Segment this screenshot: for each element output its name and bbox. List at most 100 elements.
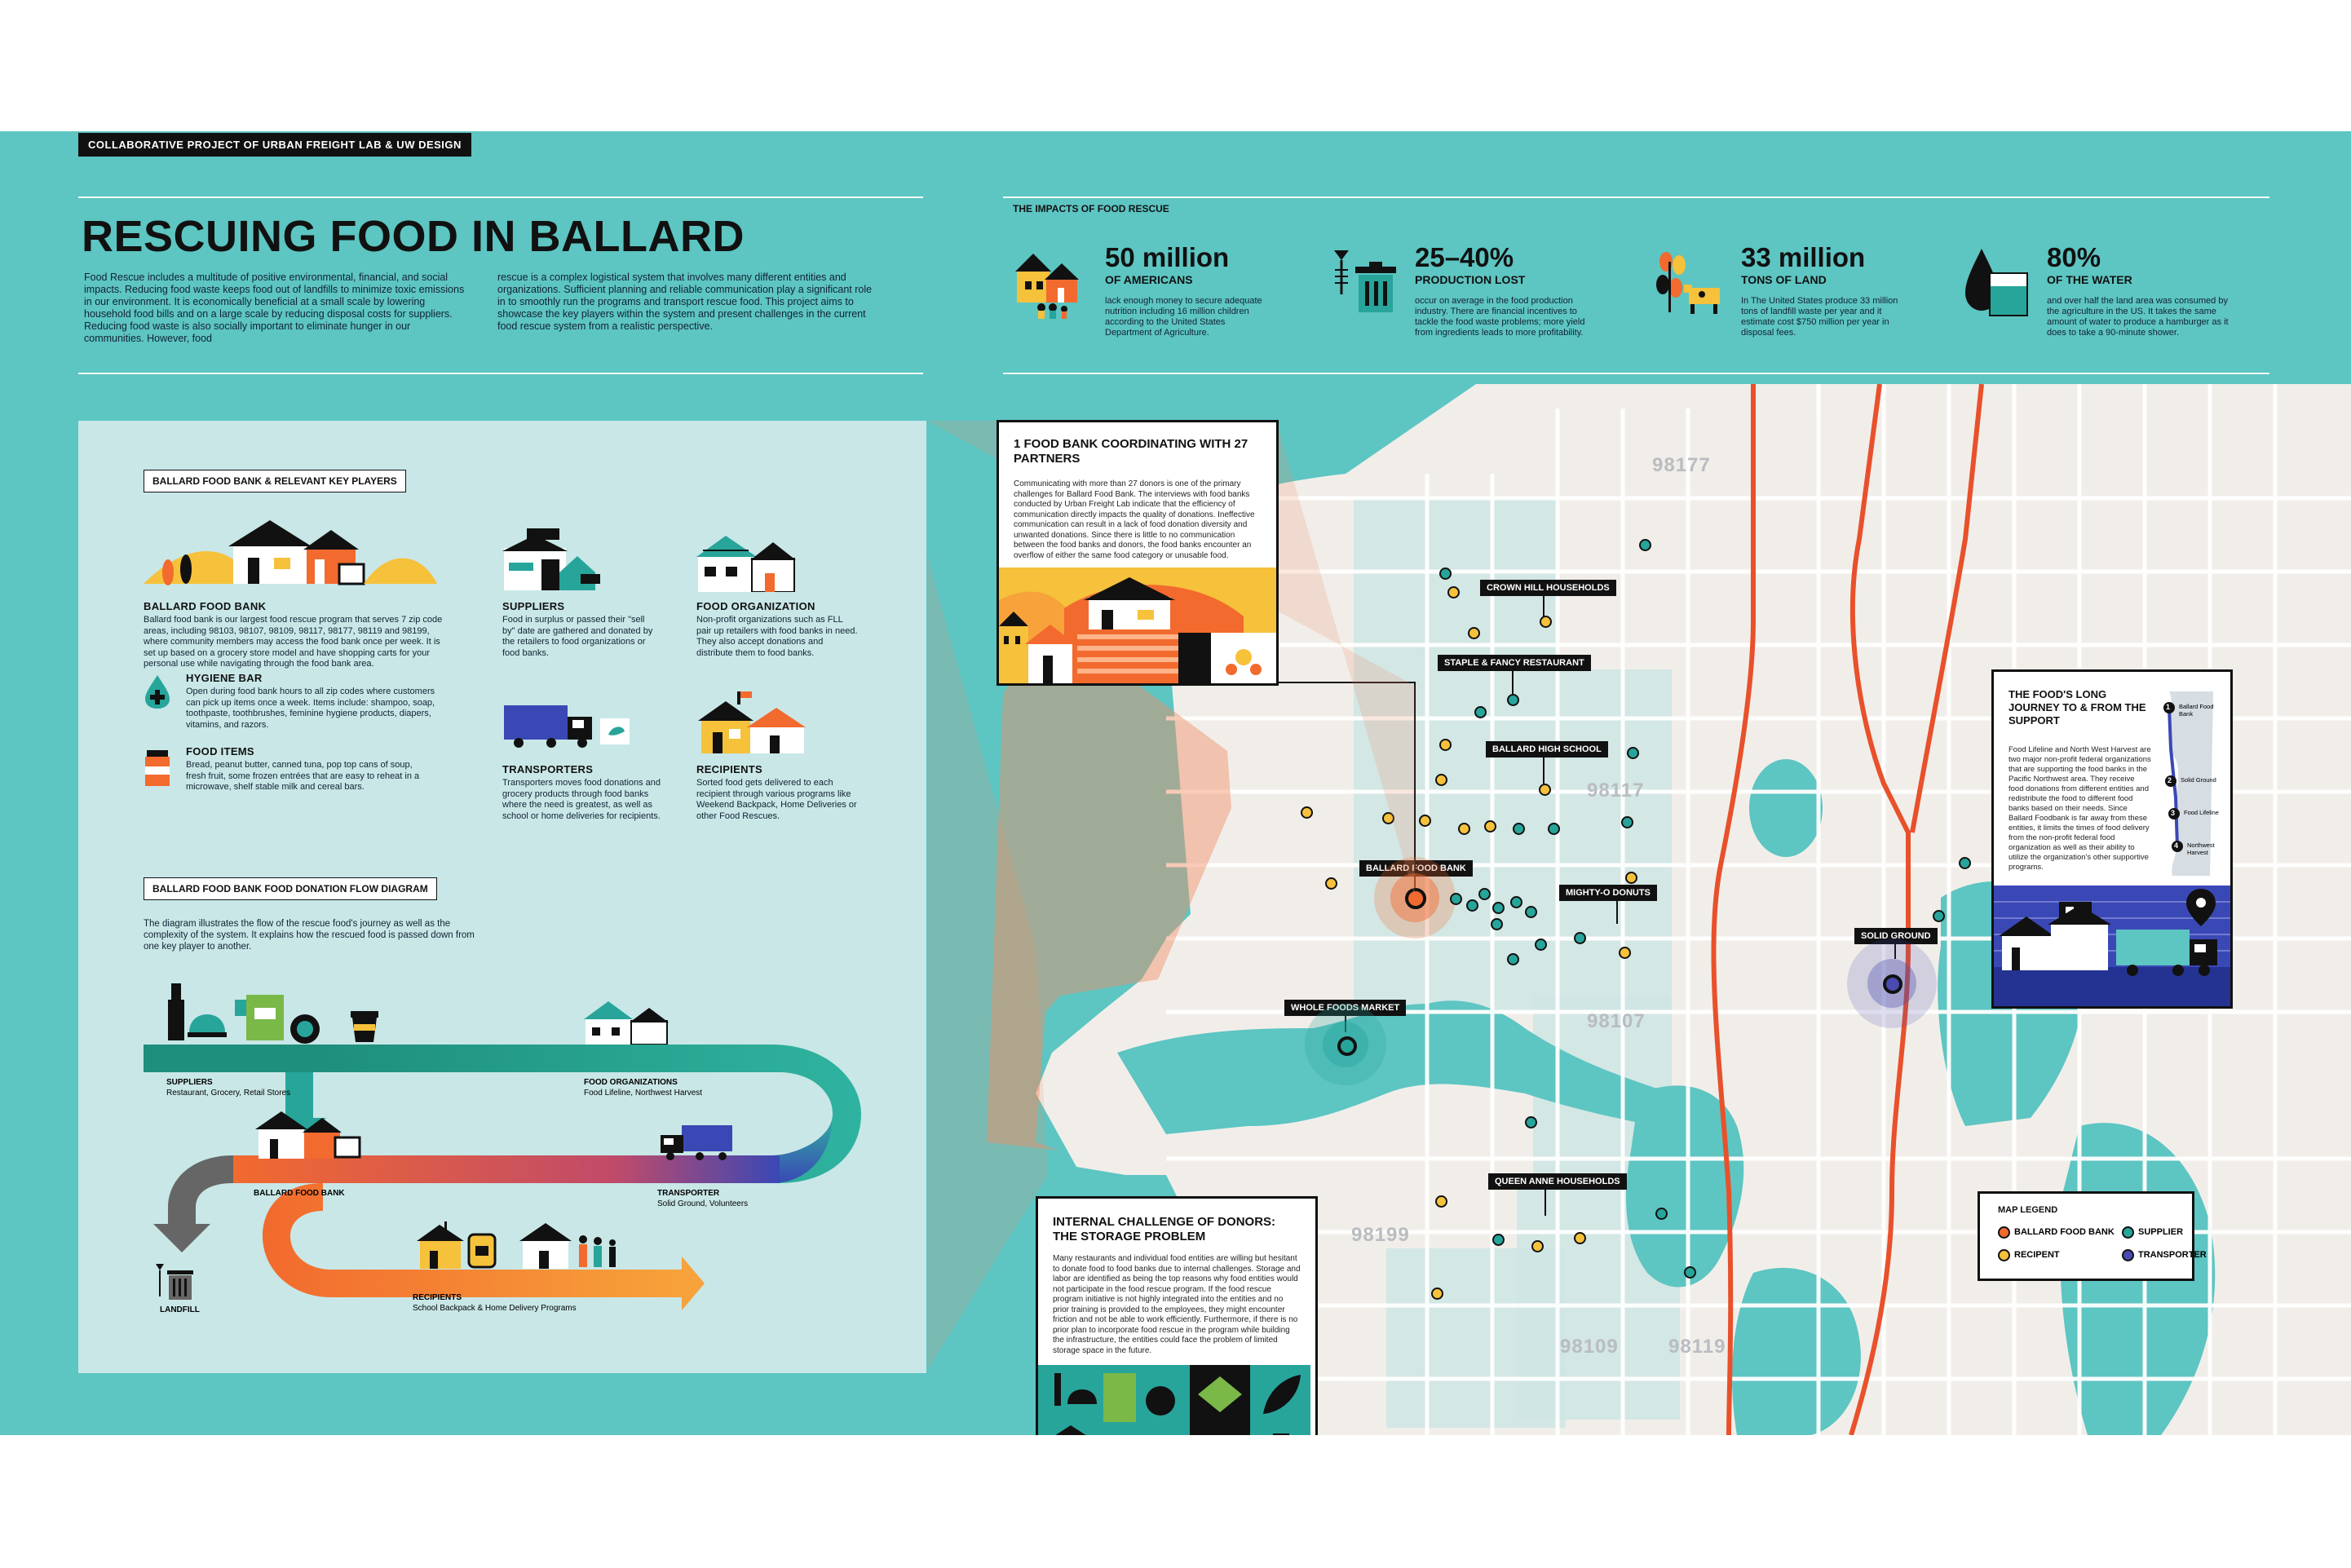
supplier-dot[interactable] [1627, 747, 1639, 759]
recipient-dot[interactable] [1625, 872, 1637, 884]
plant-cow-icon [1651, 247, 1725, 320]
pin-label-solid-ground[interactable]: SOLID GROUND [1854, 928, 1938, 944]
supplier-dot[interactable] [1507, 694, 1519, 706]
card-storage-title: INTERNAL CHALLENGE OF DONORS: THE STORAG… [1053, 1215, 1276, 1243]
pin-label-mighty-o[interactable]: MIGHTY-O DONUTS [1559, 885, 1657, 901]
stat-1-number: 50 million [1105, 242, 1230, 272]
flow-tag: BALLARD FOOD BANK FOOD DONATION FLOW DIA… [144, 877, 437, 900]
stat-4-subtitle: OF THE WATER [2047, 273, 2132, 286]
pin-leaders [1279, 596, 1896, 1216]
supplier-dot[interactable] [1439, 568, 1452, 580]
supplier-dot[interactable] [1574, 932, 1586, 944]
flow-label-food-orgs: FOOD ORGANIZATIONS [584, 1078, 678, 1087]
stat-4-text: and over half the land area was consumed… [2047, 296, 2229, 338]
recipient-dot[interactable] [1435, 1195, 1447, 1208]
flow-sub-suppliers: Restaurant, Grocery, Retail Stores [166, 1089, 291, 1098]
stop-2-number: 2 [2168, 776, 2172, 784]
legend-label-recipient: RECIPENT [2014, 1250, 2060, 1260]
pin-label-ballard-hs[interactable]: BALLARD HIGH SCHOOL [1486, 741, 1608, 757]
stop-1-label: Ballard Food Bank [2179, 703, 2214, 718]
page-title: RESCUING FOOD IN BALLARD [82, 212, 745, 261]
stop-2-label: Solid Ground [2181, 776, 2216, 784]
supplier-dot[interactable] [1510, 896, 1522, 908]
supplier-dot[interactable] [1525, 906, 1537, 918]
recipient-dot[interactable] [1325, 877, 1337, 890]
project-tag-text: COLLABORATIVE PROJECT OF URBAN FREIGHT L… [78, 133, 471, 157]
supplier-dot[interactable] [1474, 706, 1487, 718]
recipient-dot[interactable] [1419, 815, 1431, 827]
supplier-dot[interactable] [1535, 939, 1547, 951]
recipient-dot[interactable] [1574, 1232, 1586, 1244]
recipient-dot[interactable] [1301, 806, 1313, 819]
storage-illustration [1038, 1365, 1310, 1435]
flow-label-transporter: TRANSPORTER [657, 1189, 720, 1198]
suppliers-illustration [502, 527, 608, 592]
solid-ground-marker[interactable] [1883, 974, 1902, 994]
recipient-dot[interactable] [1540, 616, 1552, 628]
supplier-dot[interactable] [1466, 899, 1478, 912]
players-tag-text: BALLARD FOOD BANK & RELEVANT KEY PLAYERS [144, 470, 406, 492]
player-food-items-title: FOOD ITEMS [186, 745, 254, 757]
card-journey-text: Food Lifeline and North West Harvest are… [2009, 745, 2151, 872]
supplier-dot[interactable] [1639, 539, 1651, 551]
pin-label-food-bank[interactable]: BALLARD FOOD BANK [1359, 860, 1473, 877]
flow-label-recipients: RECIPIENTS [413, 1293, 462, 1302]
supplier-dot[interactable] [1684, 1266, 1696, 1279]
recipient-dot[interactable] [1458, 823, 1470, 835]
stat-1-subtitle: OF AMERICANS [1105, 273, 1193, 286]
flow-tag-text: BALLARD FOOD BANK FOOD DONATION FLOW DIA… [144, 877, 437, 900]
supplier-dot[interactable] [1959, 857, 1971, 869]
stat-2-number: 25–40% [1415, 242, 1514, 272]
supplier-dot[interactable] [1450, 893, 1462, 905]
flow-label-suppliers: SUPPLIERS [166, 1078, 213, 1087]
pin-label-queen-anne[interactable]: QUEEN ANNE HOUSEHOLDS [1488, 1173, 1627, 1190]
player-transporters-title: TRANSPORTERS [502, 763, 594, 775]
recipient-dot[interactable] [1484, 820, 1496, 833]
stat-3-number: 33 million [1741, 242, 1866, 272]
impacts-rule-bottom [1003, 373, 2269, 374]
supplier-dot[interactable] [1655, 1208, 1668, 1220]
pin-label-whole-foods[interactable]: WHOLE FOODS MARKET [1284, 1000, 1407, 1016]
recipient-dot[interactable] [1468, 627, 1480, 639]
whole-foods-marker[interactable] [1337, 1036, 1357, 1056]
recipient-dot[interactable] [1382, 812, 1394, 824]
recipient-dot[interactable] [1439, 739, 1452, 751]
impacts-rule-top [1003, 197, 2269, 198]
recipient-dot[interactable] [1447, 586, 1460, 598]
key-players-panel: BALLARD FOOD BANK & RELEVANT KEY PLAYERS… [78, 421, 926, 1373]
player-hygiene-title: HYGIENE BAR [186, 672, 263, 684]
supplier-dot[interactable] [1492, 902, 1505, 914]
supplier-dot[interactable] [1513, 823, 1525, 835]
supplier-dot[interactable] [1507, 953, 1519, 965]
players-tag: BALLARD FOOD BANK & RELEVANT KEY PLAYERS [144, 470, 406, 492]
player-food-org-text: Non-profit organizations such as FLL pai… [696, 615, 858, 658]
poster-board: COLLABORATIVE PROJECT OF URBAN FREIGHT L… [0, 131, 2351, 1435]
supplier-dot[interactable] [1548, 823, 1560, 835]
supplier-dot[interactable] [1478, 888, 1491, 900]
stat-3-text: In The United States produce 33 million … [1741, 296, 1898, 338]
pin-label-crown-hill[interactable]: CROWN HILL HOUSEHOLDS [1480, 580, 1616, 596]
recipient-dot[interactable] [1431, 1288, 1443, 1300]
supplier-dot[interactable] [1492, 1234, 1505, 1246]
card-journey-title: THE FOOD'S LONG JOURNEY TO & FROM THE SU… [2009, 688, 2146, 727]
supplier-dot[interactable] [1621, 816, 1633, 828]
zip-98177: 98177 [1652, 454, 1711, 476]
pin-label-staple[interactable]: STAPLE & FANCY RESTAURANT [1438, 655, 1591, 671]
supplier-dot[interactable] [1525, 1116, 1537, 1129]
zip-98109: 98109 [1560, 1336, 1619, 1358]
recipient-dot[interactable] [1619, 947, 1631, 959]
recipient-dot[interactable] [1539, 784, 1551, 796]
recipient-dot[interactable] [1531, 1240, 1544, 1252]
supplier-dot[interactable] [1491, 918, 1503, 930]
impacts-tag: THE IMPACTS OF FOOD RESCUE [1005, 198, 1178, 219]
stat-4: 80% OF THE WATER and over half the land … [2047, 244, 2243, 338]
transporter-flow-icon [657, 1124, 735, 1161]
intro-column-2: rescue is a complex logistical system th… [497, 272, 873, 332]
food-bank-marker[interactable] [1405, 888, 1426, 909]
water-glass-icon [1964, 245, 2033, 319]
recipient-dot[interactable] [1435, 774, 1447, 786]
supplier-dot[interactable] [1933, 910, 1945, 922]
flow-label-food-bank: BALLARD FOOD BANK [254, 1189, 345, 1198]
player-food-org-title: FOOD ORGANIZATION [696, 600, 815, 612]
flow-sub-recipients: School Backpack & Home Delivery Programs [413, 1304, 577, 1313]
